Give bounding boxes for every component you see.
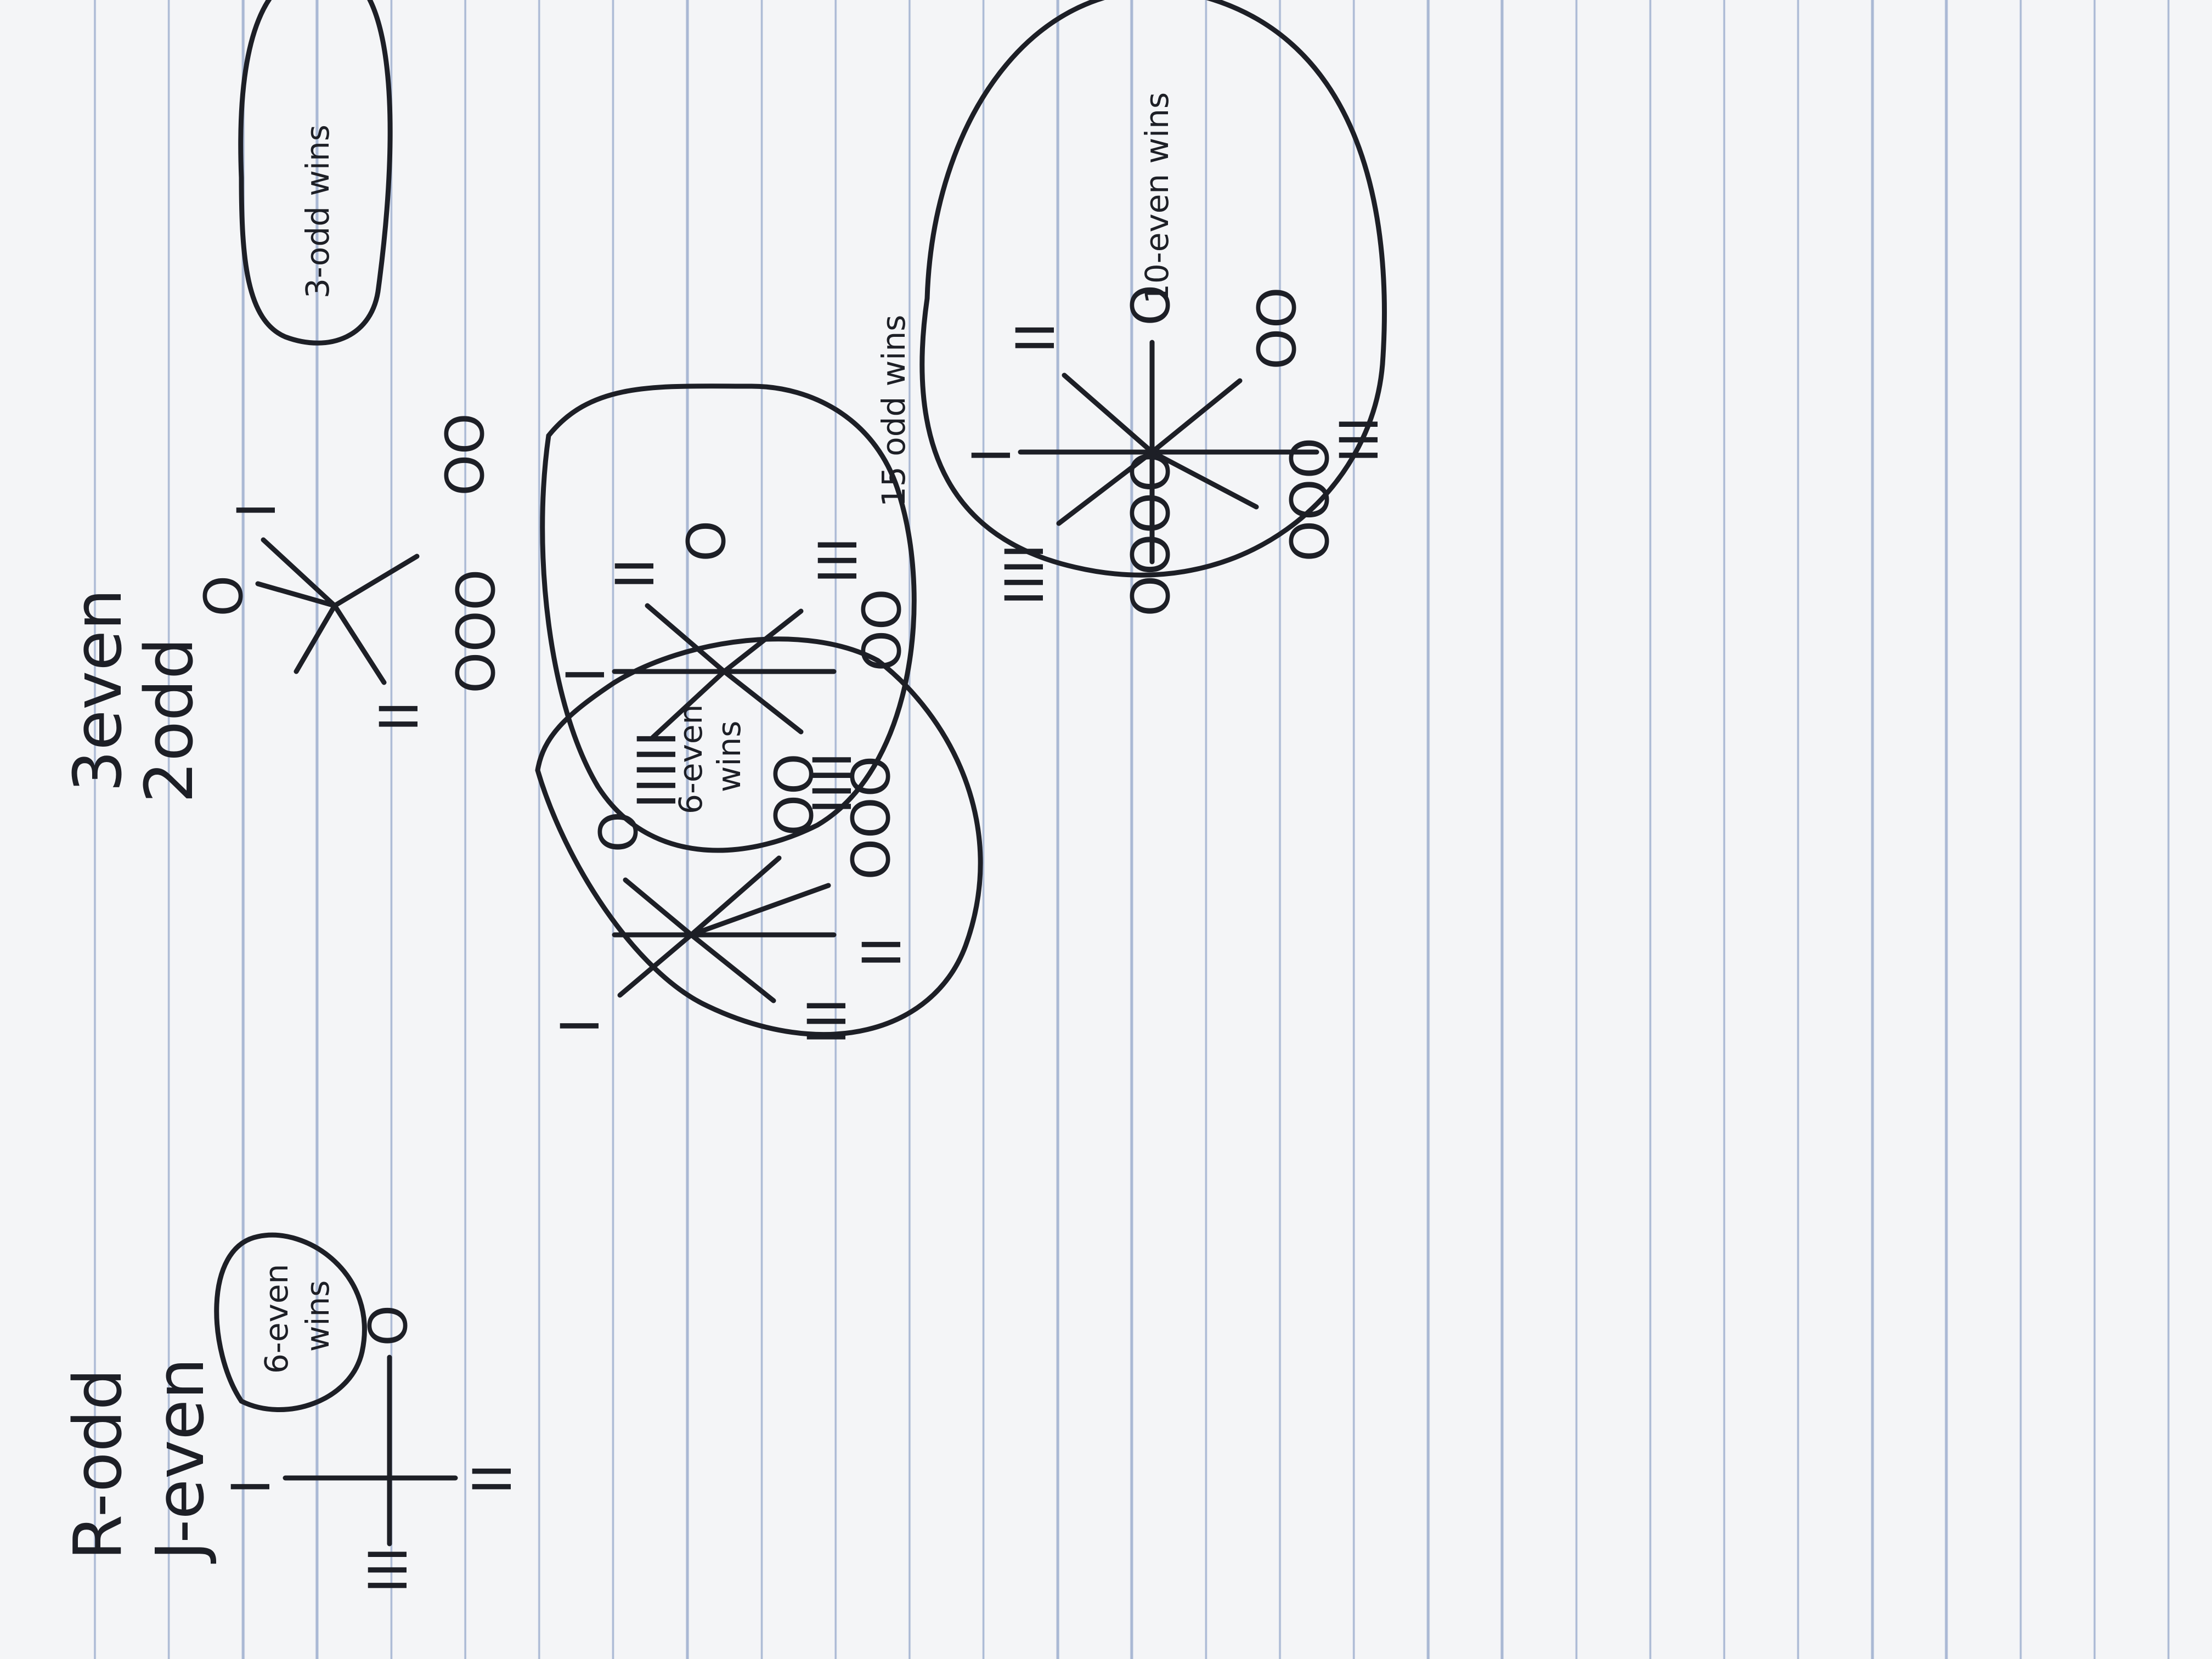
d4-left-label: IIII bbox=[802, 752, 864, 814]
d5-spoke-2 bbox=[1149, 449, 1259, 510]
d5-spoke-3 bbox=[1149, 378, 1243, 455]
d4-spoke-2 bbox=[650, 669, 727, 740]
d2-bottom-left-label: OOO bbox=[445, 569, 507, 693]
d4-spoke-4 bbox=[721, 608, 804, 674]
d3-note-line2: wins bbox=[710, 720, 748, 792]
d3-spoke-2 bbox=[689, 883, 831, 938]
d1-top-label: I bbox=[221, 1479, 282, 1494]
d4-spoke-3 bbox=[645, 603, 727, 674]
d4-bottom-label: OO bbox=[851, 588, 913, 672]
d2-note: 3-odd wins bbox=[299, 125, 336, 298]
d4-note: 15 odd wins bbox=[875, 314, 912, 507]
d4-right-label: O bbox=[676, 520, 737, 562]
d3-bottom-left-label: II bbox=[851, 936, 913, 968]
d4-spoke-5 bbox=[721, 669, 804, 735]
d2-bottom-right-label: OO bbox=[435, 413, 496, 496]
d5-left-label: OOOO bbox=[1120, 450, 1182, 617]
d3-spoke-5 bbox=[617, 932, 694, 998]
d2-note-ring bbox=[238, 0, 393, 346]
d3-left-label: III bbox=[797, 998, 858, 1045]
d2-spoke-1 bbox=[332, 554, 420, 608]
d5-bottom-right-label: OO bbox=[1246, 286, 1308, 370]
d4-bottom-right-label: III bbox=[808, 537, 869, 584]
d4-top-label: I bbox=[555, 667, 617, 682]
d3-spoke-3 bbox=[689, 855, 782, 938]
d4-top-right-label: II bbox=[605, 558, 666, 589]
d3-spoke-4 bbox=[689, 932, 776, 1003]
d5-top-right-label: II bbox=[1005, 322, 1066, 353]
d4-top-left-label: IIIII bbox=[627, 731, 688, 809]
d2-spoke-2 bbox=[332, 603, 387, 685]
d1-note-line1: 6-even bbox=[258, 1263, 295, 1374]
d2-spoke-5 bbox=[294, 603, 337, 674]
d5-top-left-label: IIII bbox=[994, 543, 1056, 606]
d4-enclosing-circle bbox=[540, 383, 917, 853]
d2-spoke-3 bbox=[255, 581, 337, 608]
d2-right-label: I bbox=[226, 502, 287, 518]
d5-enclosing-circle bbox=[919, 0, 1387, 578]
d1-left-label: III bbox=[358, 1547, 419, 1593]
d5-bottom-label: III bbox=[1329, 416, 1390, 463]
d5-note: 10-even wins bbox=[1138, 92, 1176, 304]
d1-note-ring bbox=[214, 1232, 367, 1412]
d3-right-label: O bbox=[588, 811, 650, 853]
d1-note-line2: wins bbox=[299, 1280, 336, 1352]
d2-left-label: II bbox=[369, 701, 430, 732]
d5-spoke-4 bbox=[1056, 449, 1155, 526]
d2-top-label: O bbox=[193, 575, 255, 617]
d1-right-label: O bbox=[358, 1305, 419, 1346]
d3-top-left-label: I bbox=[550, 1018, 611, 1034]
d3-spoke-6 bbox=[623, 877, 694, 938]
d5-spoke-5 bbox=[1062, 373, 1155, 455]
d2-spoke-4 bbox=[261, 537, 337, 608]
d5-top-label: I bbox=[961, 447, 1023, 463]
d1-bottom-label: II bbox=[462, 1463, 523, 1494]
